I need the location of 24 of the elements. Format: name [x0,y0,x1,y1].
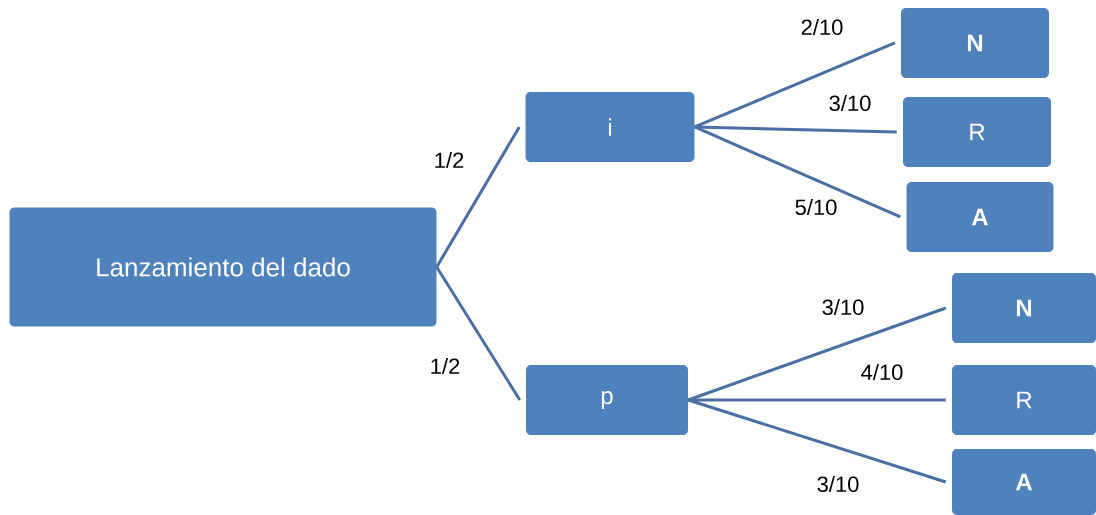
branch-line [688,398,946,402]
outcome-box: N [901,8,1049,78]
outcome-box: i [525,92,695,162]
probability-label: 2/10 [799,17,845,37]
outcome-box: A [906,182,1054,252]
probability-label: 5/10 [793,197,839,217]
outcome-box: R [952,365,1096,435]
probability-label: 3/10 [815,474,861,494]
branch-line [435,126,521,268]
probability-label: 1/2 [428,356,462,376]
probability-label: 3/10 [827,93,873,113]
probability-label: 3/10 [820,297,866,317]
outcome-box: p [526,365,688,435]
outcome-box: R [903,97,1051,167]
branch-line [694,125,901,219]
outcome-box: Lanzamiento del dado [9,207,437,327]
outcome-box: N [952,273,1096,343]
branch-line [687,398,947,484]
probability-label: 1/2 [432,150,466,170]
branch-line [694,125,897,134]
branch-line [435,266,522,401]
outcome-box: A [952,449,1096,515]
probability-label: 4/10 [859,362,905,382]
branch-line [694,41,896,129]
